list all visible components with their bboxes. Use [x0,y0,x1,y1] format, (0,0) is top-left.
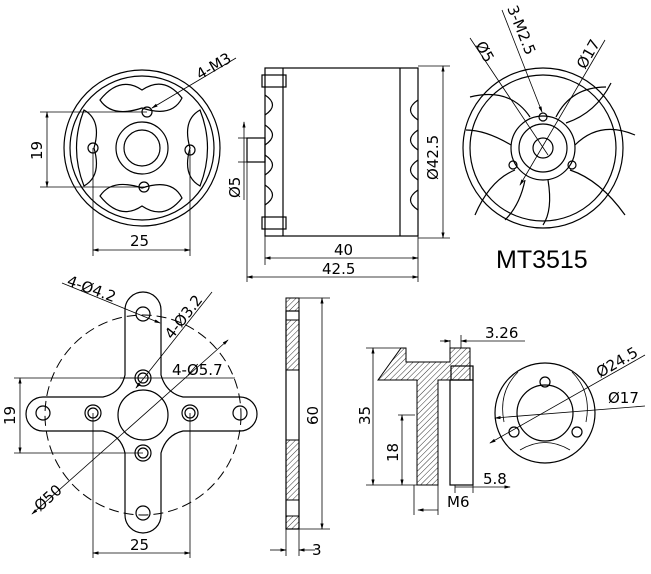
front-view: 4-M3 19 25 [28,49,237,256]
adapter-stem-height: 18 [384,443,402,462]
circle-dia-label: Ø50 [31,481,66,515]
front-holes-label: 4-M3 [193,49,234,83]
side-shaft-dia: Ø5 [226,177,244,198]
mount-dim-vertical: 19 [1,406,19,425]
prop-adapter: 35 18 3.26 5.8 M6 Ø24.5 Ø17 [356,324,646,515]
rear-bolt-circle: Ø17 [573,36,604,72]
adapter-top-width: 3.26 [485,324,518,342]
side-view: Ø5 Ø42.5 40 42.5 [226,65,450,282]
adapter-bolt-circle: Ø17 [608,389,639,407]
inner-holes-label: 4-Ø3.2 [161,291,206,342]
adapter-height: 35 [356,406,374,425]
front-dim-vertical: 19 [28,141,46,160]
outer-holes-label: 4-Ø4.2 [65,272,119,306]
mount-side-view: 60 3 [270,297,330,559]
rear-holes-label: 3-M2.5 [503,3,539,58]
counterbore-label: 4-Ø5.7 [172,361,223,379]
adapter-thread: M6 [447,493,470,511]
mount-dim-horizontal: 25 [130,536,149,554]
side-body-length: 40 [334,241,353,259]
side-body-dia: Ø42.5 [424,135,442,180]
model-name: MT3515 [496,246,588,274]
front-dim-horizontal: 25 [130,232,149,250]
rear-shaft-dia: Ø5 [472,38,498,65]
side-total-length: 42.5 [322,260,355,278]
adapter-outer-dia: Ø24.5 [593,343,641,381]
cross-mount: 4-Ø4.2 4-Ø3.2 4-Ø5.7 Ø50 19 25 [1,272,258,558]
rear-view: Ø5 3-M2.5 Ø17 MT3515 [462,3,636,274]
adapter-bore: 5.8 [483,470,507,488]
mount-thickness: 3 [312,541,322,559]
mount-length: 60 [304,406,322,425]
